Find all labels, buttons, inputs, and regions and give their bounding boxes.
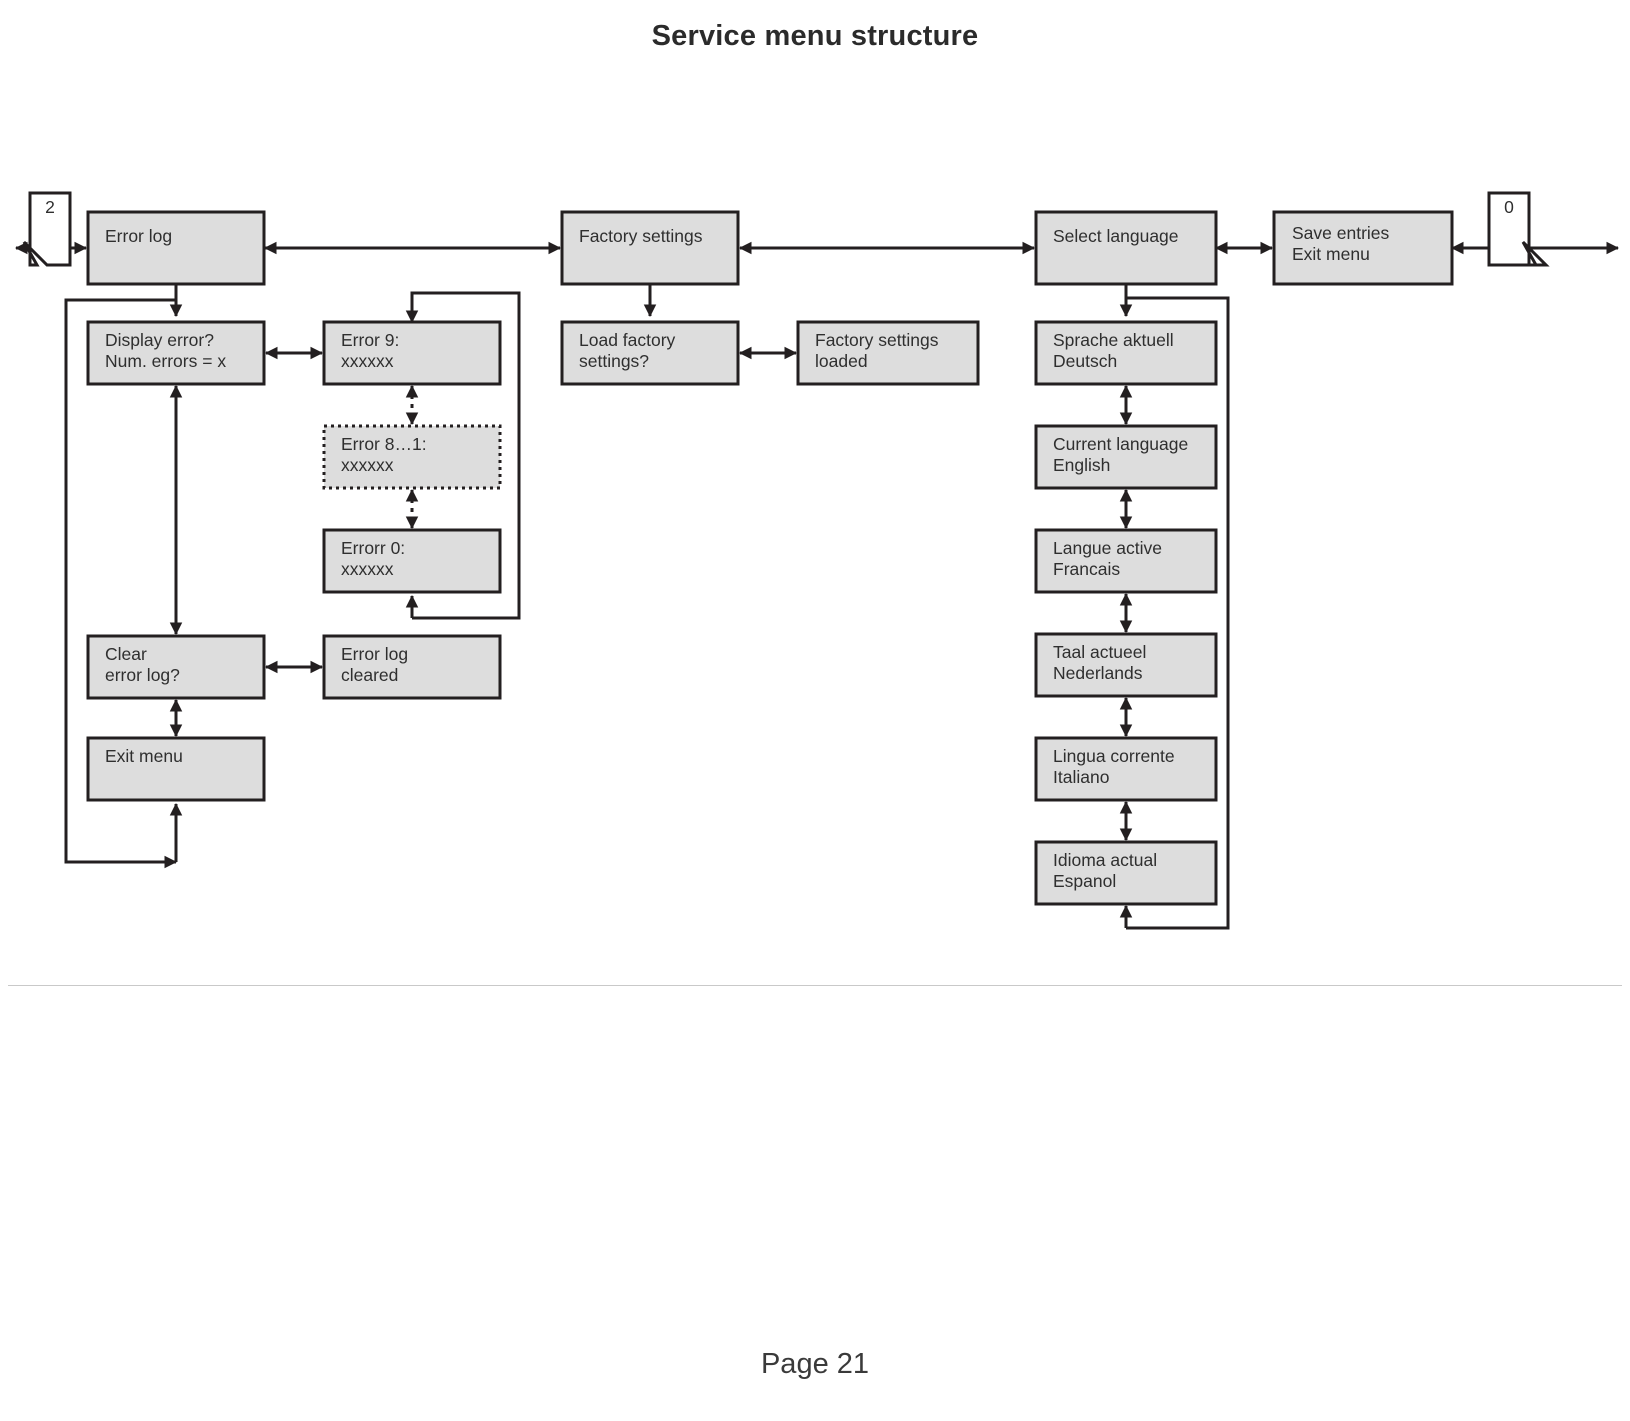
node-load-factory-settings-line2: settings? xyxy=(579,351,649,371)
node-lang-nl-line2: Nederlands xyxy=(1053,663,1143,683)
node-factory-settings-loaded-line1: Factory settings xyxy=(815,330,939,350)
node-lang-nl-line1: Taal actueel xyxy=(1053,642,1146,662)
node-clear-error-log-line2: error log? xyxy=(105,665,180,685)
connector-errorlist-loop xyxy=(405,291,521,620)
node-save-entries-line1: Save entries xyxy=(1292,223,1390,243)
node-lang-en-line1: Current language xyxy=(1053,434,1188,454)
node-lang-fr-line1: Langue active xyxy=(1053,538,1162,558)
node-error-8-1-line2: xxxxxx xyxy=(341,455,394,475)
node-error-0-line1: Errorr 0: xyxy=(341,538,405,558)
node-display-error-line2: Num. errors = x xyxy=(105,351,226,371)
service-menu-flowchart: 2 0 Error log Display error? Num. errors… xyxy=(14,191,1620,930)
node-error-9-line2: xxxxxx xyxy=(341,351,394,371)
callout-0: 0 xyxy=(1487,191,1550,267)
node-lang-de-line1: Sprache aktuell xyxy=(1053,330,1174,350)
node-error-8-1[interactable]: Error 8…1: xxxxxx xyxy=(322,424,502,490)
node-error-0[interactable]: Errorr 0: xxxxxx xyxy=(322,528,502,594)
horizontal-divider xyxy=(8,985,1622,986)
node-select-language-line1: Select language xyxy=(1053,226,1179,246)
node-error-log-cleared[interactable]: Error log cleared xyxy=(322,634,502,700)
node-lang-en[interactable]: Current language English xyxy=(1034,424,1218,490)
node-lang-fr[interactable]: Langue active Francais xyxy=(1034,528,1218,594)
node-error-9[interactable]: Error 9: xxxxxx xyxy=(322,320,502,386)
callout-0-label: 0 xyxy=(1504,197,1514,217)
callout-2-label: 2 xyxy=(45,197,55,217)
node-clear-error-log-line1: Clear xyxy=(105,644,147,664)
node-display-error[interactable]: Display error? Num. errors = x xyxy=(86,320,266,386)
node-error-9-line1: Error 9: xyxy=(341,330,399,350)
node-lang-nl[interactable]: Taal actueel Nederlands xyxy=(1034,632,1218,698)
node-exit-menu-left-line1: Exit menu xyxy=(105,746,183,766)
page-title: Service menu structure xyxy=(651,20,979,52)
node-error-0-line2: xxxxxx xyxy=(341,559,394,579)
node-lang-de-line2: Deutsch xyxy=(1053,351,1117,371)
node-error-log[interactable]: Error log xyxy=(86,210,266,286)
node-exit-menu-left[interactable]: Exit menu xyxy=(86,736,266,802)
node-lang-it-line2: Italiano xyxy=(1053,767,1109,787)
node-lang-en-line2: English xyxy=(1053,455,1110,475)
node-lang-es[interactable]: Idioma actual Espanol xyxy=(1034,840,1218,906)
node-clear-error-log[interactable]: Clear error log? xyxy=(86,634,266,700)
node-error-log-line1: Error log xyxy=(105,226,172,246)
page-number: Page 21 xyxy=(760,1348,870,1380)
node-factory-settings-loaded-line2: loaded xyxy=(815,351,868,371)
node-lang-es-line2: Espanol xyxy=(1053,871,1116,891)
node-lang-it-line1: Lingua corrente xyxy=(1053,746,1175,766)
node-lang-it[interactable]: Lingua corrente Italiano xyxy=(1034,736,1218,802)
node-lang-fr-line2: Francais xyxy=(1053,559,1120,579)
node-load-factory-settings-line1: Load factory xyxy=(579,330,676,350)
connector-errorlog-loopback xyxy=(64,298,178,869)
node-factory-settings[interactable]: Factory settings xyxy=(560,210,740,286)
node-error-8-1-line1: Error 8…1: xyxy=(341,434,427,454)
callout-2: 2 xyxy=(22,191,72,267)
node-lang-de[interactable]: Sprache aktuell Deutsch xyxy=(1034,320,1218,386)
node-select-language[interactable]: Select language xyxy=(1034,210,1218,286)
node-factory-settings-line1: Factory settings xyxy=(579,226,703,246)
node-error-log-cleared-line1: Error log xyxy=(341,644,408,664)
node-factory-settings-loaded[interactable]: Factory settings loaded xyxy=(796,320,980,386)
node-error-log-cleared-line2: cleared xyxy=(341,665,398,685)
node-save-entries-line2: Exit menu xyxy=(1292,244,1370,264)
node-save-entries[interactable]: Save entries Exit menu xyxy=(1272,210,1454,286)
node-load-factory-settings[interactable]: Load factory settings? xyxy=(560,320,740,386)
node-lang-es-line1: Idioma actual xyxy=(1053,850,1157,870)
node-display-error-line1: Display error? xyxy=(105,330,214,350)
connector-language-loop xyxy=(1119,296,1230,930)
